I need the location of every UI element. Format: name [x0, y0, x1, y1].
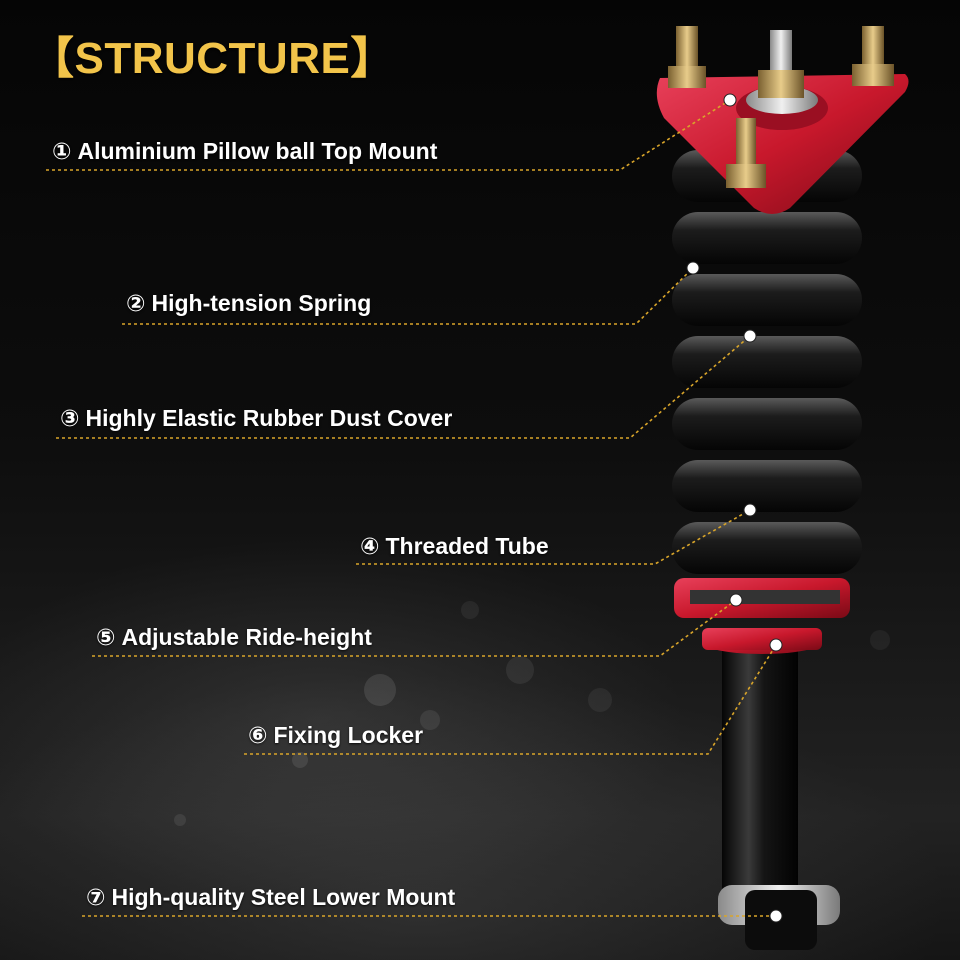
- leader-dust-cover: [56, 335, 751, 439]
- leader-ride-height-dot: [729, 593, 743, 607]
- leader-spring-dot: [686, 261, 700, 275]
- callout-text: Highly Elastic Rubber Dust Cover: [85, 405, 453, 431]
- callout-number: ①: [52, 138, 72, 164]
- leader-ride-height: [92, 599, 737, 657]
- leader-threaded-tube-dot: [743, 503, 757, 517]
- callout-number: ③: [60, 405, 80, 431]
- callout-number: ⑥: [248, 722, 268, 748]
- callout-text: Adjustable Ride-height: [121, 624, 372, 650]
- title-bracket-open: 【: [30, 34, 75, 83]
- leader-dust-cover-dot: [743, 329, 757, 343]
- top-mount-plate: [656, 74, 909, 214]
- callout-text: High-quality Steel Lower Mount: [111, 884, 456, 910]
- callout-number: ②: [126, 290, 146, 316]
- leader-top-mount-dot: [723, 93, 737, 107]
- callout-text: Threaded Tube: [385, 533, 549, 559]
- title-text: STRUCTURE: [74, 34, 351, 83]
- callout-number: ⑤: [96, 624, 116, 650]
- leader-top-mount: [46, 99, 731, 171]
- callout-text: Fixing Locker: [273, 722, 424, 748]
- leader-fixing-locker: [244, 644, 777, 755]
- top-mount-studs: [668, 26, 894, 188]
- title-bracket-close: 】: [350, 34, 395, 83]
- page-title: 【STRUCTURE】: [30, 22, 395, 86]
- callout-text: Aluminium Pillow ball Top Mount: [77, 138, 438, 164]
- callout-text: High-tension Spring: [151, 290, 372, 316]
- callout-number: ⑦: [86, 884, 106, 910]
- leader-lower-mount-dot: [769, 909, 783, 923]
- leader-fixing-locker-dot: [769, 638, 783, 652]
- shock-body: [722, 640, 798, 895]
- callout-number: ④: [360, 533, 380, 559]
